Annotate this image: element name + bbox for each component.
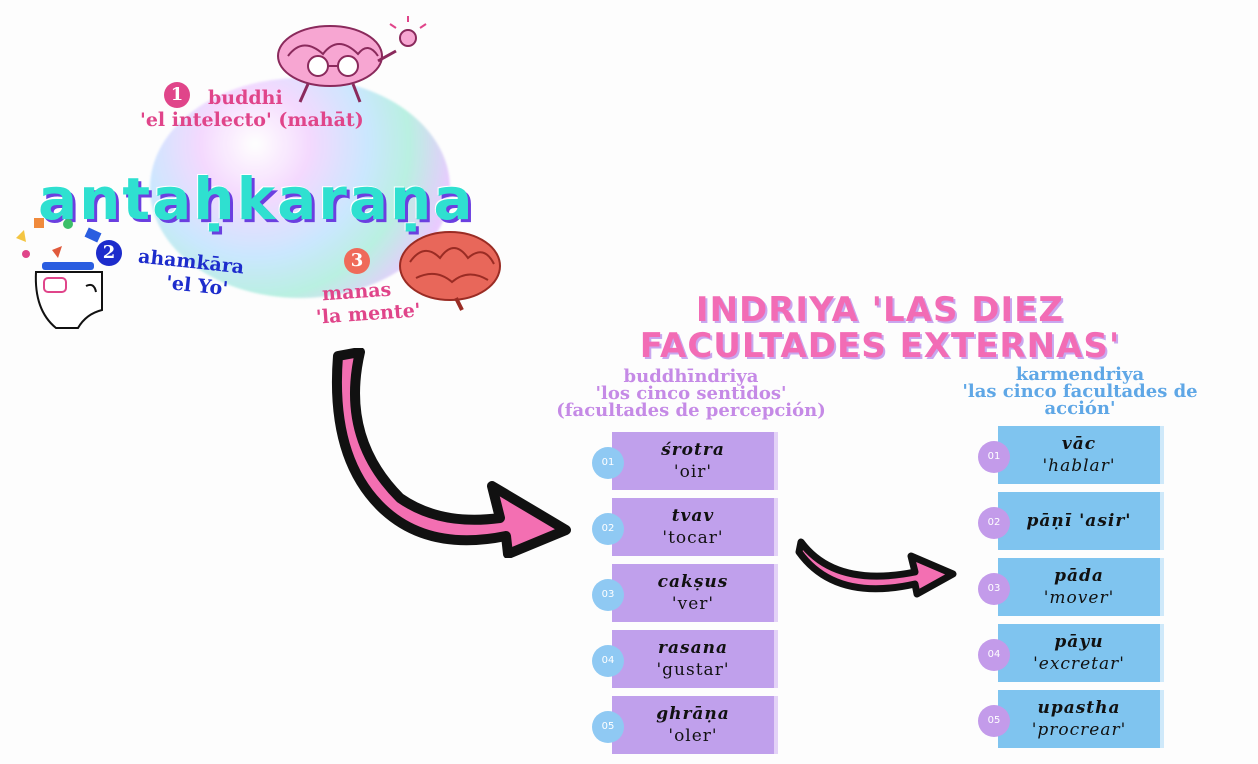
ahamkara-number-badge: 2	[96, 240, 122, 266]
buddhindriya-card-4: rasana 'gustar'	[612, 630, 778, 688]
card-number-badge: 03	[978, 573, 1010, 605]
card-gloss: 'gustar'	[657, 659, 730, 681]
buddhindriya-card-5: ghrāṇa 'oler'	[612, 696, 778, 754]
card-gloss: 'oler'	[668, 725, 717, 747]
card-term: tvav	[672, 505, 715, 527]
open-head-icon	[6, 210, 136, 340]
card-number-badge: 04	[978, 639, 1010, 671]
card-gloss: 'hablar'	[1042, 455, 1115, 477]
card-gloss: 'mover'	[1044, 587, 1115, 609]
card-term: cakṣus	[658, 571, 729, 593]
buddhindriya-heading-line3: (facultades de percepción)	[530, 402, 852, 419]
indriya-title-line1: INDRIYA 'LAS DIEZ	[540, 292, 1220, 328]
karmendriya-heading-line3: acción'	[940, 400, 1220, 417]
karmendriya-heading: karmendriya 'las cinco facultades de acc…	[940, 366, 1220, 417]
buddhindriya-card-2: tvav 'tocar'	[612, 498, 778, 556]
card-number-badge: 02	[592, 513, 624, 545]
indriya-title-line2: FACULTADES EXTERNAS'	[540, 328, 1220, 364]
card-term: upastha	[1037, 697, 1120, 719]
card-gloss: 'ver'	[672, 593, 714, 615]
buddhi-name: buddhi	[208, 88, 283, 108]
card-gloss: 'excretar'	[1033, 653, 1125, 675]
card-gloss: 'procrear'	[1032, 719, 1127, 741]
card-gloss: 'tocar'	[662, 527, 723, 549]
ahamkara-gloss: 'el Yo'	[165, 273, 229, 299]
card-number-badge: 01	[592, 447, 624, 479]
karmendriya-card-2: pāṇī 'asir'	[998, 492, 1164, 550]
karmendriya-card-1: vāc 'hablar'	[998, 426, 1164, 484]
card-number-badge: 05	[978, 705, 1010, 737]
manas-number-badge: 3	[344, 248, 370, 274]
buddhindriya-card-3: cakṣus 'ver'	[612, 564, 778, 622]
buddhi-gloss: 'el intelecto' (mahāt)	[140, 110, 364, 130]
card-gloss: 'oir'	[674, 461, 712, 483]
buddhindriya-card-1: śrotra 'oir'	[612, 432, 778, 490]
manas-name: manas	[321, 280, 391, 305]
karmendriya-card-4: pāyu 'excretar'	[998, 624, 1164, 682]
curved-arrow-small-icon	[795, 532, 965, 598]
card-term: pāṇī 'asir'	[1026, 510, 1131, 532]
card-term: rasana	[658, 637, 728, 659]
card-number-badge: 05	[592, 711, 624, 743]
card-term: ghrāṇa	[656, 703, 730, 725]
card-number-badge: 03	[592, 579, 624, 611]
buddhindriya-heading: buddhīndriya 'los cinco sentidos' (facul…	[530, 368, 852, 419]
card-term: pāda	[1054, 565, 1104, 587]
card-term: śrotra	[661, 439, 725, 461]
card-term: pāyu	[1054, 631, 1103, 653]
card-number-badge: 02	[978, 507, 1010, 539]
karmendriya-card-5: upastha 'procrear'	[998, 690, 1164, 748]
indriya-title: INDRIYA 'LAS DIEZ FACULTADES EXTERNAS'	[540, 292, 1220, 364]
card-number-badge: 01	[978, 441, 1010, 473]
card-term: vāc	[1062, 433, 1096, 455]
card-number-badge: 04	[592, 645, 624, 677]
karmendriya-card-3: pāda 'mover'	[998, 558, 1164, 616]
buddhi-number-badge: 1	[164, 82, 190, 108]
brain-glasses-icon	[268, 16, 428, 108]
